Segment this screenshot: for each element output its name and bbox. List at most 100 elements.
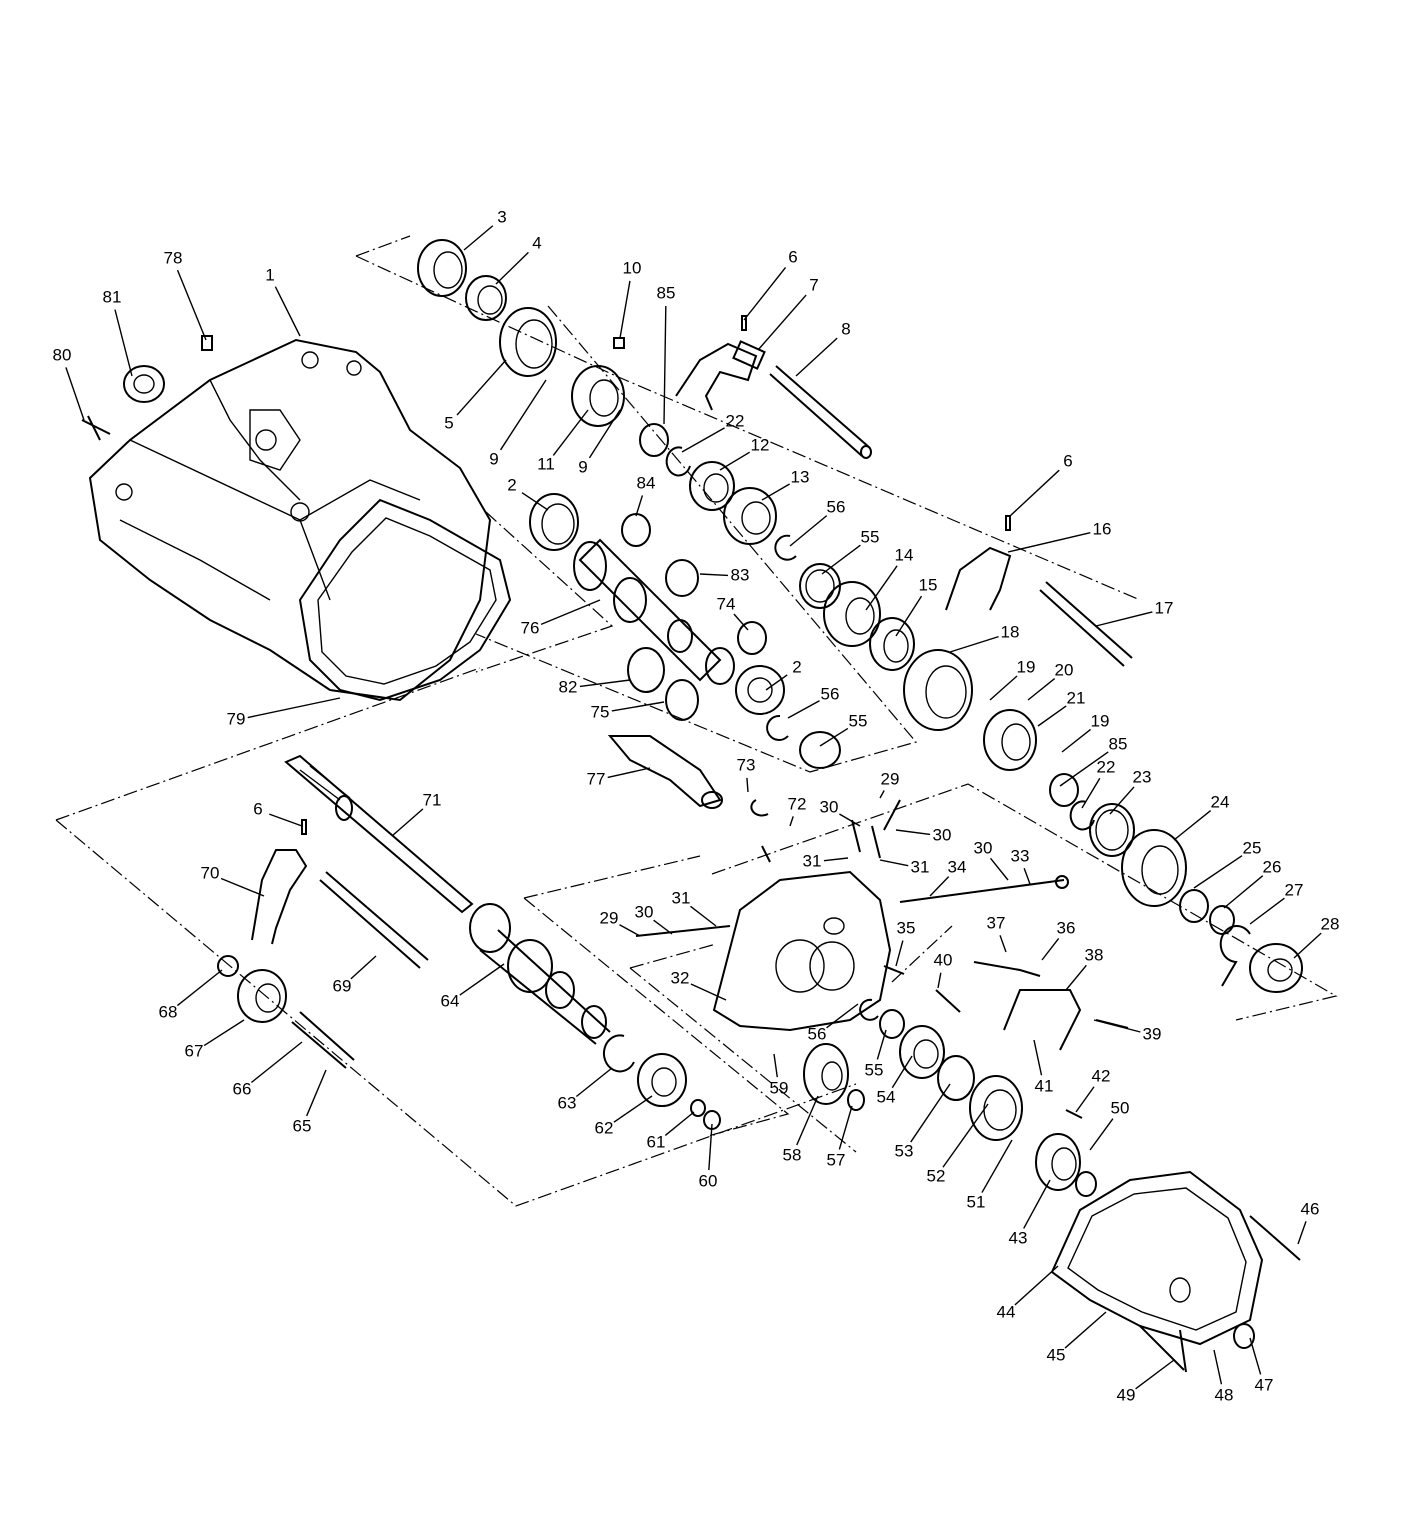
callout-31: 31 bbox=[803, 851, 822, 870]
leader-line-32 bbox=[690, 983, 727, 1001]
leader-line-85 bbox=[1059, 751, 1109, 787]
leader-line-53 bbox=[910, 1083, 951, 1143]
leader-line-9 bbox=[499, 379, 547, 451]
leader-line-84 bbox=[635, 495, 644, 517]
callout-37: 37 bbox=[987, 913, 1006, 932]
leader-line-10 bbox=[619, 280, 631, 339]
callout-56: 56 bbox=[821, 684, 840, 703]
countershaft-group bbox=[529, 493, 841, 769]
leader-line-56 bbox=[787, 700, 820, 719]
reverse-fork-group bbox=[217, 819, 429, 1069]
leader-line-50 bbox=[1089, 1118, 1114, 1151]
leader-line-55 bbox=[819, 727, 849, 747]
callout-31: 31 bbox=[911, 857, 930, 876]
callout-60: 60 bbox=[699, 1171, 718, 1190]
leader-line-11 bbox=[552, 409, 589, 456]
leader-line-6 bbox=[1009, 469, 1060, 517]
callout-leaders bbox=[65, 225, 1322, 1390]
leader-line-85 bbox=[663, 305, 667, 425]
callout-84: 84 bbox=[637, 473, 656, 492]
leader-line-31 bbox=[823, 857, 849, 862]
callout-7: 7 bbox=[809, 275, 818, 294]
leader-line-38 bbox=[1065, 964, 1087, 991]
callout-57: 57 bbox=[827, 1150, 846, 1169]
leader-line-59 bbox=[773, 1053, 778, 1078]
rear-cover bbox=[1050, 1170, 1301, 1373]
callout-2: 2 bbox=[507, 475, 516, 494]
callout-16: 16 bbox=[1093, 519, 1112, 538]
leader-line-45 bbox=[1064, 1311, 1107, 1349]
callout-33: 33 bbox=[1011, 846, 1030, 865]
leader-line-83 bbox=[699, 573, 729, 577]
callout-1: 1 bbox=[265, 265, 274, 284]
callout-35: 35 bbox=[897, 918, 916, 937]
leader-line-55 bbox=[821, 544, 861, 575]
callout-59: 59 bbox=[770, 1078, 789, 1097]
leader-line-56 bbox=[789, 515, 828, 547]
leader-line-30 bbox=[895, 829, 931, 836]
leader-line-60 bbox=[708, 1123, 713, 1171]
callout-13: 13 bbox=[791, 467, 810, 486]
leader-line-19 bbox=[989, 675, 1018, 701]
callout-6: 6 bbox=[253, 799, 262, 818]
callout-6: 6 bbox=[788, 247, 797, 266]
callout-56: 56 bbox=[827, 497, 846, 516]
callout-14: 14 bbox=[895, 545, 914, 564]
leader-line-8 bbox=[795, 337, 838, 377]
callout-10: 10 bbox=[623, 258, 642, 277]
leader-line-31 bbox=[879, 859, 909, 867]
leader-line-13 bbox=[761, 483, 790, 501]
leader-line-25 bbox=[1193, 855, 1243, 889]
callout-24: 24 bbox=[1211, 792, 1230, 811]
leader-line-24 bbox=[1173, 809, 1212, 841]
leader-line-5 bbox=[456, 359, 507, 416]
callout-29: 29 bbox=[881, 769, 900, 788]
group-boundaries bbox=[55, 235, 1338, 1207]
leader-line-15 bbox=[895, 595, 923, 637]
callout-30: 30 bbox=[820, 797, 839, 816]
callout-22: 22 bbox=[726, 411, 745, 430]
leader-line-65 bbox=[306, 1069, 327, 1117]
callout-21: 21 bbox=[1067, 688, 1086, 707]
leader-line-3 bbox=[463, 225, 494, 251]
leader-line-41 bbox=[1033, 1039, 1043, 1076]
callout-70: 70 bbox=[201, 863, 220, 882]
callout-62: 62 bbox=[595, 1118, 614, 1137]
shift-forks bbox=[675, 315, 1133, 667]
callout-78: 78 bbox=[164, 248, 183, 267]
callout-74: 74 bbox=[717, 594, 736, 613]
leader-line-47 bbox=[1249, 1337, 1262, 1375]
callout-64: 64 bbox=[441, 991, 460, 1010]
output-gear-group bbox=[803, 998, 1097, 1197]
leader-line-2 bbox=[765, 674, 788, 691]
leader-line-22 bbox=[681, 427, 725, 453]
leader-line-75 bbox=[611, 701, 665, 712]
leader-line-76 bbox=[540, 599, 601, 626]
callout-34: 34 bbox=[948, 857, 967, 876]
callout-9: 9 bbox=[489, 449, 498, 468]
callout-30: 30 bbox=[933, 825, 952, 844]
callout-30: 30 bbox=[974, 838, 993, 857]
callout-82: 82 bbox=[559, 677, 578, 696]
callout-8: 8 bbox=[841, 319, 850, 338]
callout-11: 11 bbox=[537, 454, 555, 473]
leader-line-58 bbox=[796, 1095, 819, 1146]
leader-line-35 bbox=[895, 940, 904, 967]
leader-line-18 bbox=[949, 635, 999, 653]
leader-line-56 bbox=[826, 1003, 859, 1029]
lower-shaft-group bbox=[469, 903, 721, 1130]
callout-9: 9 bbox=[578, 457, 587, 476]
callout-77: 77 bbox=[587, 769, 606, 788]
callout-42: 42 bbox=[1092, 1066, 1111, 1085]
leader-line-69 bbox=[350, 955, 377, 980]
leader-line-79 bbox=[247, 697, 341, 719]
leader-line-46 bbox=[1297, 1221, 1307, 1245]
callout-38: 38 bbox=[1085, 945, 1104, 964]
callout-40: 40 bbox=[934, 950, 953, 969]
callout-44: 44 bbox=[997, 1302, 1016, 1321]
callout-4: 4 bbox=[532, 233, 541, 252]
callout-3: 3 bbox=[497, 207, 506, 226]
leader-line-30 bbox=[989, 857, 1009, 881]
transmission-case bbox=[88, 338, 492, 702]
callout-80: 80 bbox=[53, 345, 72, 364]
